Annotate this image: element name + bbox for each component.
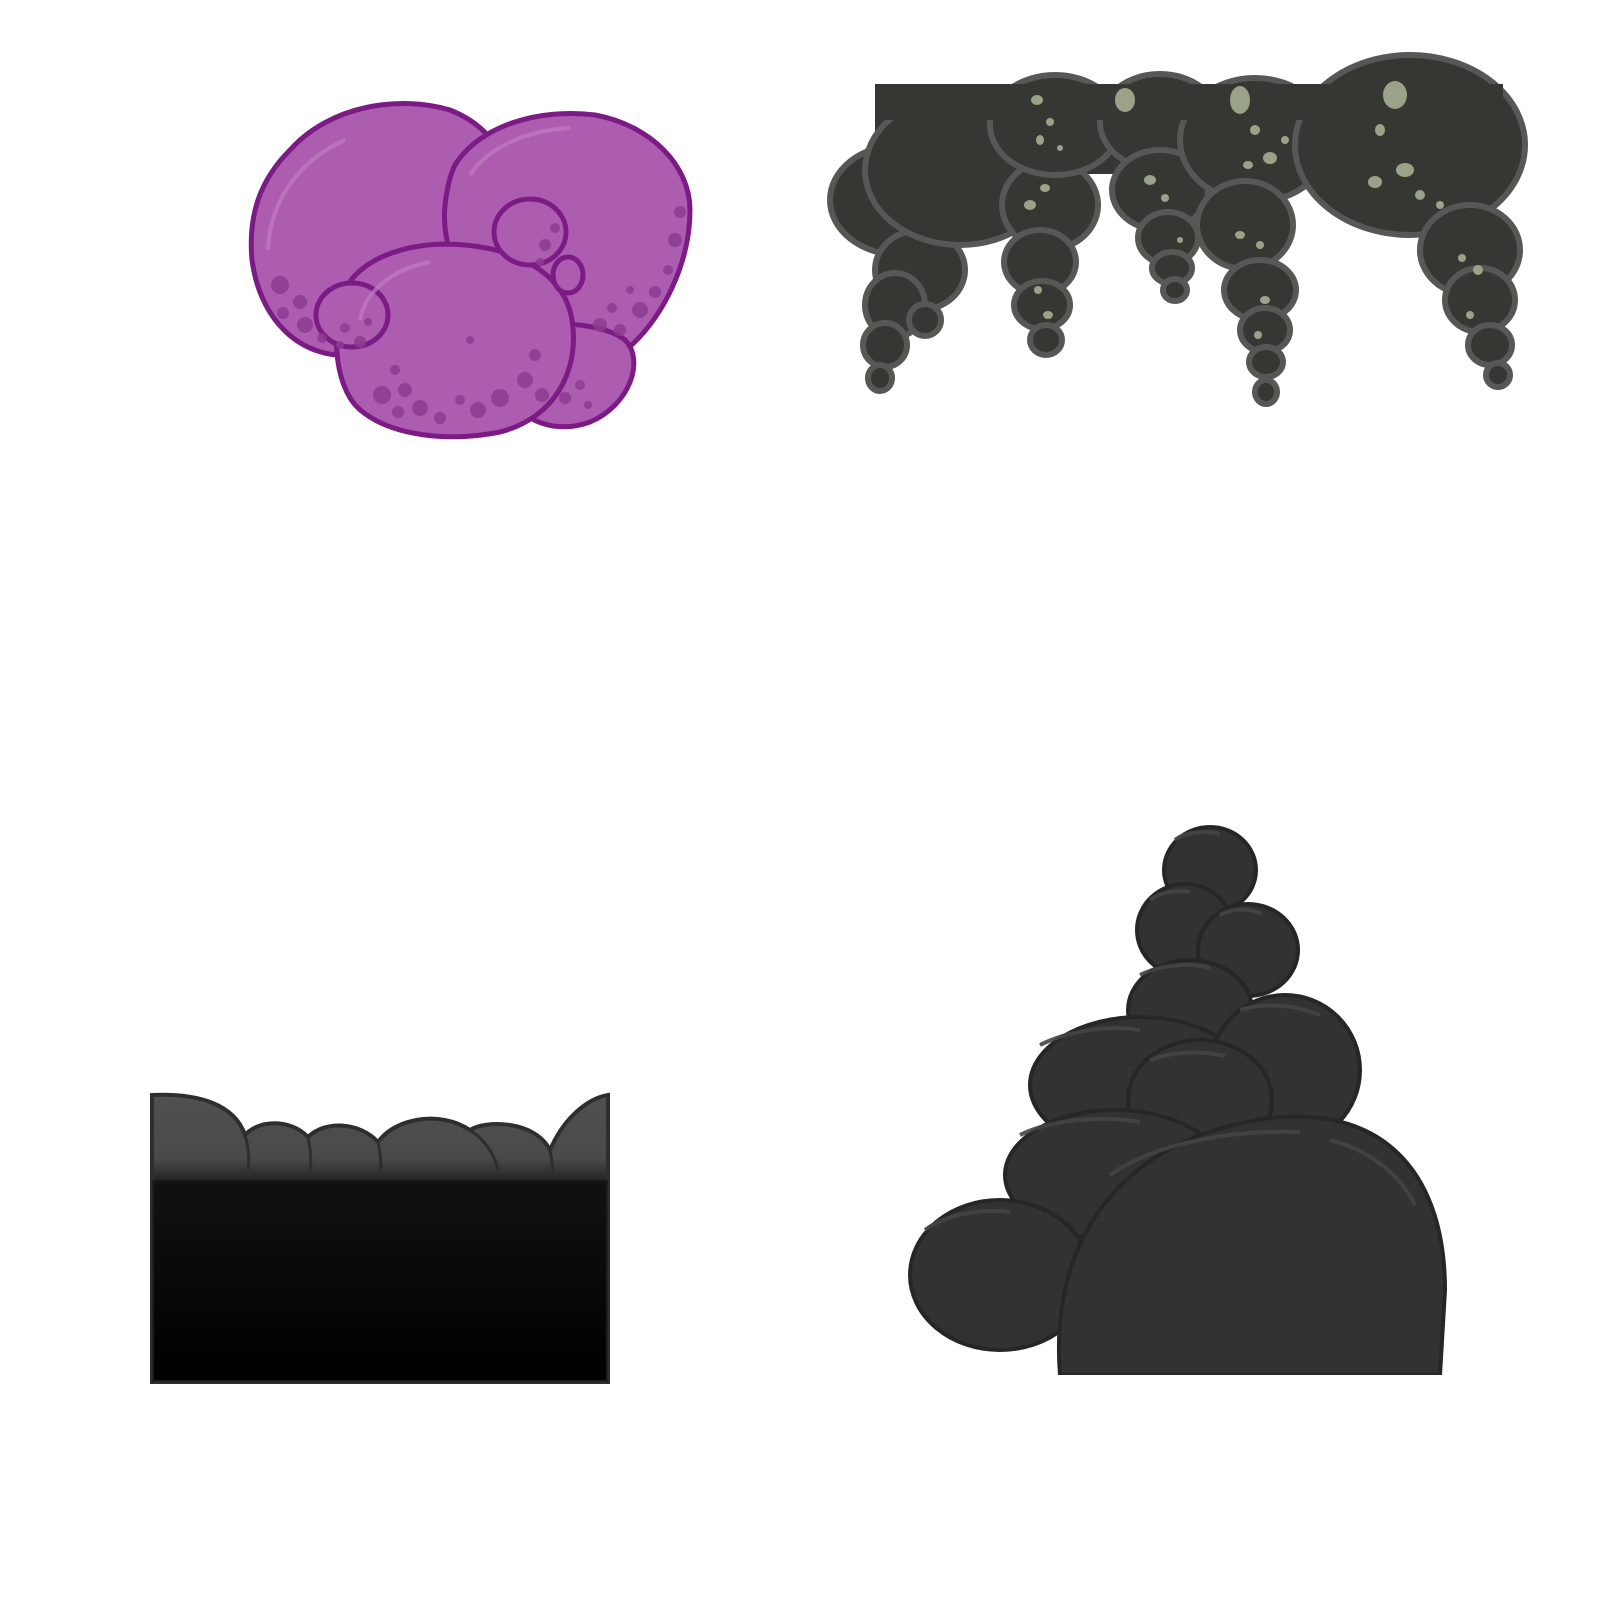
rock-pile-icon [905,825,1450,1381]
bubble-tiny-right [550,254,586,296]
dark-rock-ceiling-sprite [827,52,1528,407]
dark-rock-pile-sprite [905,825,1450,1381]
ground-block-icon [150,1092,610,1384]
bubble-center [334,241,576,440]
stalactite-ceiling-icon [827,52,1528,407]
purple-bubble-cluster-sprite [248,100,693,440]
dark-rock-ground-sprite [150,1092,610,1384]
bubble-cluster-icon [248,100,693,440]
